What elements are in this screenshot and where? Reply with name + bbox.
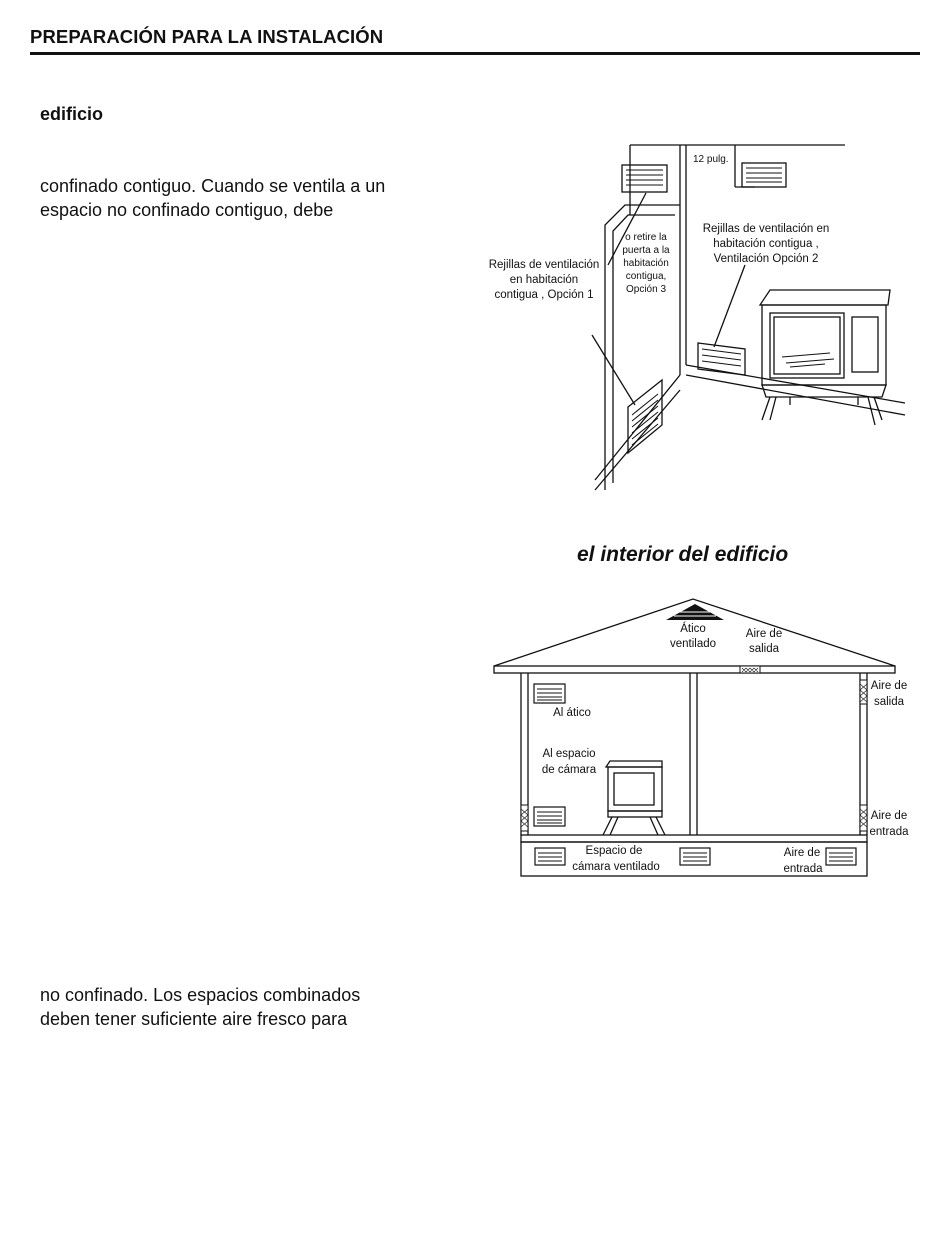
option2-line-3: Ventilación Opción 2 (714, 253, 819, 265)
ridge-outlet-line-2: salida (749, 643, 780, 655)
paragraph-2-line-1: no confinado. Los espacios combinados (40, 985, 361, 1005)
crawl-inlet-line-2: entrada (783, 863, 823, 875)
paragraph-2-line-2: deben tener suficiente aire fresco para (40, 1009, 348, 1029)
crawl-inlet-line-1: Aire de (784, 847, 820, 859)
to-attic-label: Al ático (553, 707, 591, 719)
option1-line-3: contigua , Opción 1 (494, 289, 593, 301)
wall-outlet-line-1: Aire de (871, 680, 907, 692)
paragraph-1-line-2: espacio no confinado contiguo, debe (40, 200, 334, 220)
wall-inlet-line-2: entrada (869, 826, 909, 838)
paragraph-1-line-1: confinado contiguo. Cuando se ventila a … (40, 176, 386, 196)
crawl-line-1: Espacio de (586, 845, 643, 857)
figure-room-vents: 12 pulg. Rejillas de ventilación en habi… (489, 144, 906, 491)
wall-inlet-line-1: Aire de (871, 810, 907, 822)
figure-2-caption: el interior del edificio (577, 543, 789, 566)
subheading: edificio (40, 104, 104, 124)
option2-line-1: Rejillas de ventilación en (703, 223, 830, 235)
attic-line-2: ventilado (670, 638, 716, 650)
header-rule (30, 52, 920, 55)
crawl-line-2: cámara ventilado (572, 861, 660, 873)
ridge-outlet-line-1: Aire de (746, 628, 782, 640)
option1-line-2: en habitación (510, 274, 578, 286)
wall-outlet-line-2: salida (874, 696, 905, 708)
option1-line-1: Rejillas de ventilación (489, 259, 600, 271)
option3-line-1: o retire la (625, 232, 667, 243)
option3-line-3: habitación (623, 258, 669, 269)
option2-line-2: habitación contigua , (713, 238, 819, 250)
option3-line-5: Opción 3 (626, 284, 666, 295)
to-crawl-line-2: de cámara (542, 764, 597, 776)
measure-label: 12 pulg. (693, 154, 729, 165)
option3-line-2: puerta a la (622, 245, 670, 256)
figure-house-vents: Ático ventilado Aire de salida Aire de s… (493, 598, 909, 877)
page-header: PREPARACIÓN PARA LA INSTALACIÓN (30, 26, 384, 47)
option3-line-4: contigua, (626, 271, 667, 282)
attic-line-1: Ático (680, 622, 706, 635)
to-crawl-line-1: Al espacio (542, 748, 595, 760)
